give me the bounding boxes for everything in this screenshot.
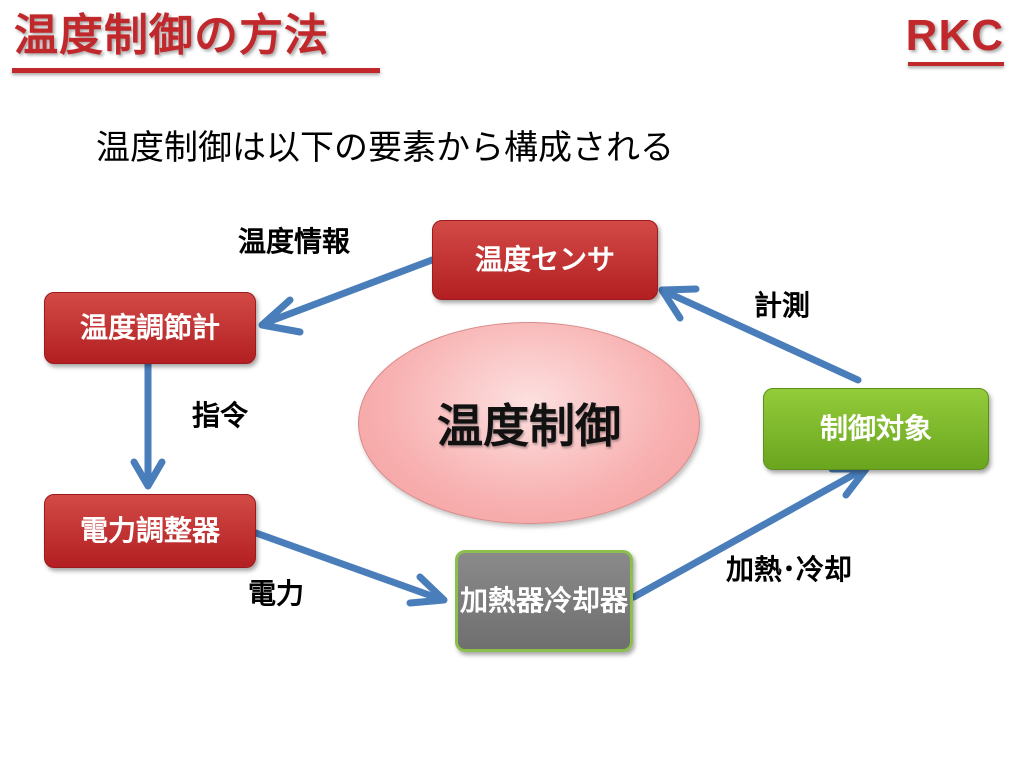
logo-underline [908, 62, 1004, 66]
edge-label-heating-cooling: 加熱･冷却 [726, 553, 853, 586]
center-ellipse: 温度制御 [358, 322, 700, 524]
heater-label: 加熱器 [459, 584, 544, 618]
node-heater-cooler: 加熱器 冷却器 [455, 550, 633, 652]
slide-title: 温度制御の方法 [14, 10, 329, 61]
edge-label-temperature-info: 温度情報 [238, 225, 351, 258]
cooler-label: 冷却器 [544, 584, 629, 618]
node-power-regulator: 電力調整器 [44, 494, 256, 568]
arrow-sensor-to-controller [258, 256, 436, 336]
edge-label-command: 指令 [192, 399, 249, 432]
center-label: 温度制御 [437, 399, 621, 453]
slide-subtitle: 温度制御は以下の要素から構成される [96, 128, 674, 168]
node-temperature-sensor: 温度センサ [432, 220, 658, 300]
edge-label-measurement: 計測 [754, 289, 811, 322]
node-controlled-object: 制御対象 [763, 388, 989, 470]
node-temperature-controller: 温度調節計 [44, 292, 256, 364]
edge-label-power: 電力 [248, 577, 305, 610]
title-underline [12, 68, 380, 73]
arrow-controller-to-power-regulator [130, 354, 166, 490]
rkc-logo: RKC [905, 11, 1004, 60]
